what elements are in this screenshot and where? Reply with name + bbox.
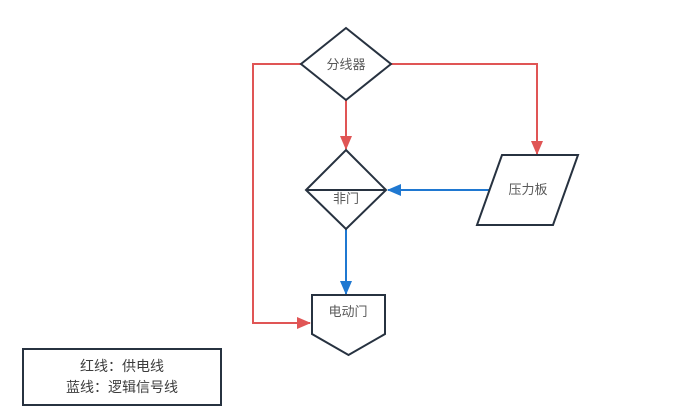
splitter-label: 分线器 — [326, 57, 365, 72]
legend-box: 红线：供电线 蓝线：逻辑信号线 — [22, 348, 222, 406]
splitter-diamond-shape — [299, 26, 393, 102]
edge-power-splitter-to-pressure-plate — [391, 63, 543, 155]
pressure-plate-label: 压力板 — [508, 182, 547, 197]
pressure-plate-parallelogram-shape — [475, 154, 580, 226]
node-not-gate: 非门 — [304, 148, 388, 231]
node-electric-door: 电动门 — [311, 294, 386, 357]
edge-power-splitter-to-electric-door — [252, 63, 311, 329]
legend-line-logic: 蓝线：逻辑信号线 — [66, 379, 178, 395]
legend-line-power: 红线：供电线 — [80, 358, 164, 374]
electric-door-pentagon-shape — [311, 294, 386, 357]
node-splitter: 分线器 — [299, 26, 393, 102]
not-gate-label: 非门 — [333, 191, 359, 206]
electric-door-label: 电动门 — [328, 304, 367, 319]
node-pressure-plate: 压力板 — [475, 154, 580, 226]
